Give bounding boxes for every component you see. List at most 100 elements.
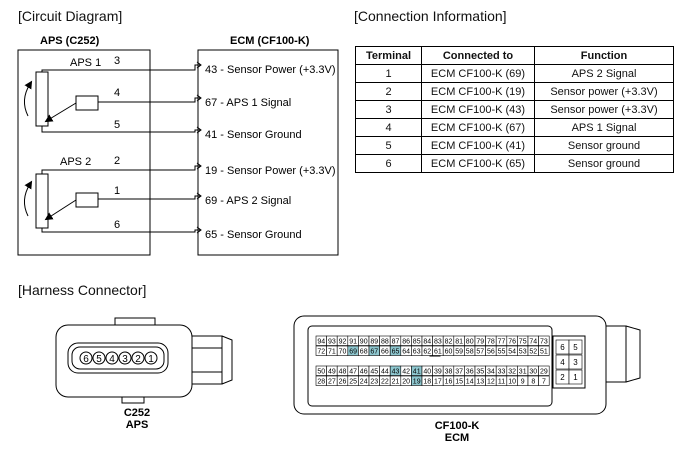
wire-pin-5: 5 41 - Sensor Ground [110,119,302,141]
ecm-pin-27: 27 [326,375,338,386]
ecm-pin-23: 23 [368,375,380,386]
ecm-pin-28: 28 [315,375,327,386]
svg-text:76: 76 [508,339,516,346]
aps1-potentiometer [24,69,110,133]
ecm-pin-41: 41 [411,365,423,376]
svg-text:1: 1 [114,185,120,197]
ecm-pin-46: 46 [358,365,370,376]
c252-pin-5: 5 [92,351,106,365]
ecm-pin-43: 43 [389,365,402,376]
ecm-connector-sub-label: ECM [445,432,469,444]
ecm-module-box [197,49,339,256]
ecm-pin-38: 38 [442,365,455,376]
svg-text:6: 6 [114,219,120,231]
ecm-pin-30: 30 [527,365,539,376]
ecm-pin-20: 20 [400,375,412,386]
svg-text:11: 11 [498,379,505,386]
ecm-pin-18: 18 [421,375,433,386]
ecm-pin-51: 51 [538,345,550,356]
svg-text:51: 51 [540,349,548,356]
ecm-pin-44: 44 [379,365,391,376]
harness-connector-title: [Harness Connector] [18,282,147,298]
wire-pin-6: 6 65 - Sensor Ground [110,219,302,241]
ecm-small-pin-3: 3 [568,354,583,370]
c252-label: C252 [124,407,150,419]
header-function: Function [534,46,674,65]
svg-text:4: 4 [114,87,120,99]
svg-text:49: 49 [328,369,336,376]
ecm-small-pin-5: 5 [568,339,583,355]
svg-text:20: 20 [402,379,410,386]
svg-text:69: 69 [349,349,357,356]
svg-text:41: 41 [413,369,421,376]
c252-pin-6: 6 [79,351,93,365]
ecm-pin-48: 48 [336,365,349,376]
svg-text:54: 54 [508,349,516,356]
svg-text:10: 10 [508,379,516,386]
ecm-pin-82: 82 [442,335,455,346]
svg-text:86: 86 [402,339,410,346]
svg-text:71: 71 [328,349,336,356]
ecm-pin-62: 62 [421,345,433,356]
svg-text:16: 16 [445,379,453,386]
svg-text:27: 27 [328,379,336,386]
svg-text:78: 78 [487,339,495,346]
svg-text:24: 24 [360,379,368,386]
svg-text:70: 70 [339,349,347,356]
ecm-pin-36: 36 [464,365,476,376]
ecm-pin-57: 57 [474,345,486,356]
ecm-pin-74: 74 [527,335,539,346]
svg-text:82: 82 [445,339,453,346]
svg-text:12: 12 [487,379,495,386]
c252-sub-label: APS [126,419,149,431]
svg-text:39: 39 [434,369,442,376]
ecm-pin-66: 66 [379,345,391,356]
table-header-row: Terminal Connected to Function [355,46,674,65]
ecm-pin-88: 88 [379,335,391,346]
ecm-pin-83: 83 [432,335,444,346]
svg-text:3: 3 [122,354,128,365]
ecm-small-pin-6: 6 [555,339,570,355]
ecm-pin-35: 35 [474,365,486,376]
ecm-connector-label: CF100-K [435,420,480,432]
svg-text:43: 43 [392,369,400,376]
ecm-pin-15: 15 [453,375,465,386]
ecm-pin-90: 90 [358,335,370,346]
svg-text:35: 35 [476,369,484,376]
ecm-pin-37: 37 [453,365,465,376]
svg-text:58: 58 [466,349,474,356]
ecm-small-pin-2: 2 [555,369,570,385]
ecm-pin-91: 91 [347,335,359,346]
ecm-pin-86: 86 [400,335,412,346]
ecm-pin-52: 52 [527,345,539,356]
ecm-pin-13: 13 [474,375,486,386]
wire-pin-4: 4 67 - APS 1 Signal [110,87,291,109]
svg-text:90: 90 [360,339,368,346]
svg-text:15: 15 [455,379,463,386]
ecm-pin-14: 14 [464,375,476,386]
svg-text:17: 17 [434,379,442,386]
ecm-pin-81: 81 [453,335,465,346]
svg-text:36: 36 [466,369,474,376]
ecm-pin-26: 26 [336,375,349,386]
wire-pin-1: 1 69 - APS 2 Signal [110,185,291,207]
aps2-label: APS 2 [60,156,91,168]
svg-text:4: 4 [560,358,565,367]
svg-text:8: 8 [531,379,535,386]
svg-text:4: 4 [109,354,115,365]
ecm-pin-39: 39 [432,365,444,376]
c252-pin-3: 3 [118,351,132,365]
ecm-pin-33: 33 [495,365,508,376]
ecm-small-pin-4: 4 [555,354,570,370]
svg-text:34: 34 [487,369,495,376]
ecm-pin-87: 87 [389,335,402,346]
ecm-pin-10: 10 [506,375,518,386]
